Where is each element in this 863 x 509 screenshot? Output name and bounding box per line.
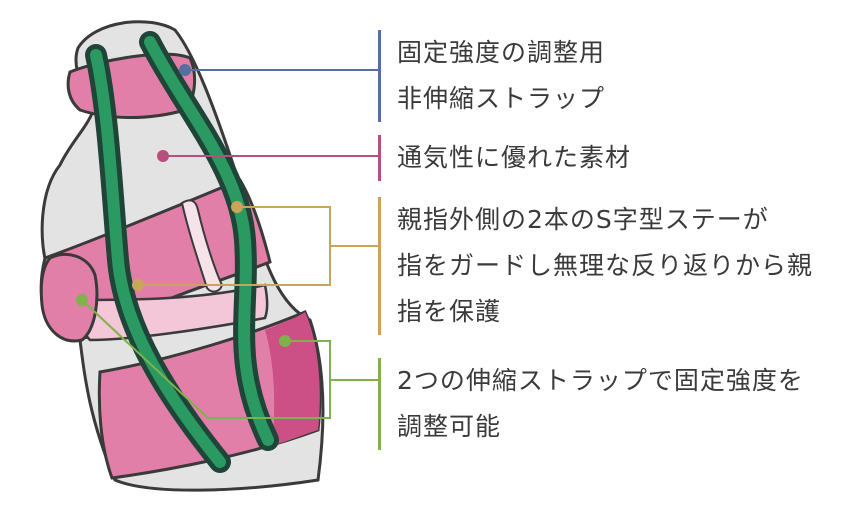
callout-line: 通気性に優れた素材 — [397, 135, 631, 181]
callout-line: 2つの伸縮ストラップで固定強度を — [397, 358, 804, 404]
callout-text: 親指外側の2本のS字型ステーが 指をガードし無理な反り返りから親 指を保護 — [381, 197, 813, 335]
leader-dot — [279, 335, 291, 347]
leader-dot — [76, 294, 88, 306]
callout-line: 非伸縮ストラップ — [397, 76, 605, 122]
callout-elastic-straps: 2つの伸縮ストラップで固定強度を 調整可能 — [378, 358, 804, 450]
brace-body — [41, 22, 323, 490]
leader-dot — [179, 64, 191, 76]
leader-dot — [231, 201, 243, 213]
callout-line: 指をガードし無理な反り返りから親 — [397, 243, 813, 289]
callout-line: 調整可能 — [397, 404, 804, 450]
callout-text: 通気性に優れた素材 — [381, 135, 631, 181]
callout-line: 親指外側の2本のS字型ステーが — [397, 197, 813, 243]
callout-breathable-material: 通気性に優れた素材 — [378, 135, 631, 181]
leader-dot — [132, 279, 144, 291]
callout-fixation-strap: 固定強度の調整用 非伸縮ストラップ — [378, 30, 605, 122]
leader-dot — [157, 150, 169, 162]
callout-text: 2つの伸縮ストラップで固定強度を 調整可能 — [381, 358, 804, 450]
callout-line: 固定強度の調整用 — [397, 30, 605, 76]
callout-s-stays: 親指外側の2本のS字型ステーが 指をガードし無理な反り返りから親 指を保護 — [378, 197, 813, 335]
thumb-tip — [41, 254, 97, 341]
callout-line: 指を保護 — [397, 289, 813, 335]
callout-text: 固定強度の調整用 非伸縮ストラップ — [381, 30, 605, 122]
